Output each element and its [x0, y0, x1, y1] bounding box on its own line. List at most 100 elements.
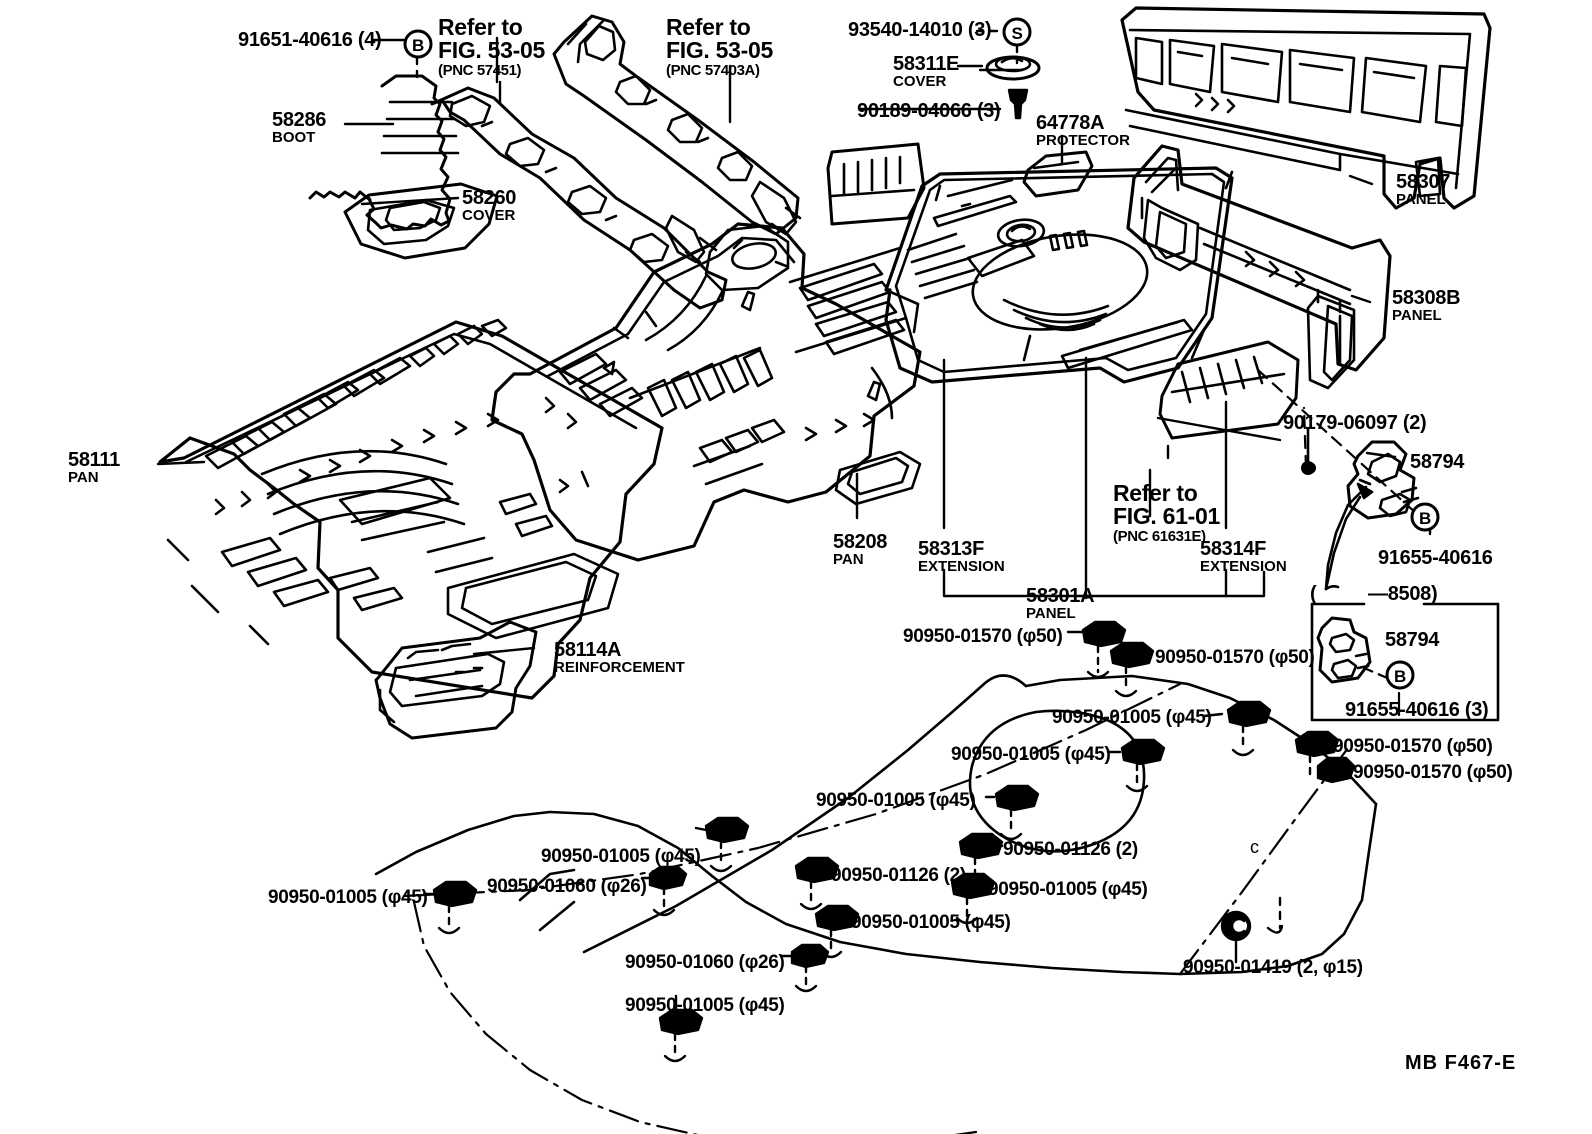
callout-91655-40616: 91655-40616 [1378, 547, 1493, 569]
callout-90189-04066: 90189-04066 (3) [857, 100, 1001, 122]
part-number: 58208 [833, 531, 888, 553]
part-58111-front-floor-pan [158, 318, 664, 700]
plug-label-5: 90950-01570 (φ50) [1333, 736, 1493, 757]
part-name: EXTENSION [1200, 558, 1287, 576]
plug-label-13: 90950-01005 (φ45) [268, 887, 428, 908]
installation-arrow [1324, 482, 1374, 591]
part-58314F-extension [1158, 340, 1300, 440]
part-58114A-reinforcement [374, 620, 538, 740]
inset-paren-open: ( [1310, 583, 1317, 605]
part-number: 58286 [272, 109, 327, 131]
part-number: 58313F [918, 538, 985, 560]
callout-91651-40616: 91651-40616 (4) [238, 29, 382, 51]
callout-refer-fig-53-05-left: Refer to FIG. 53-05 (PNC 57451) [438, 14, 545, 79]
part-number: 58314F [1200, 538, 1267, 560]
part-name: PANEL [1392, 307, 1442, 325]
plug-label-15: 90950-01060 (φ26) [625, 952, 785, 973]
plug-label-11: 90950-01126 (2) [831, 865, 966, 886]
part-name: BOOT [272, 129, 316, 147]
callout-58111: 58111 PAN [68, 450, 120, 486]
callout-58311E: 58311E COVER [893, 54, 959, 90]
inset-box-pre8508 [1310, 602, 1500, 722]
svg-text:S: S [1011, 24, 1022, 43]
plug-label-3: 90950-01005 (φ45) [1052, 707, 1212, 728]
callout-58794: 58794 [1410, 451, 1465, 473]
part-name: REINFORCEMENT [554, 659, 685, 677]
plug-label-6: 90950-01570 (φ50) [1353, 762, 1513, 783]
part-58311E-cover [985, 55, 1041, 81]
callout-58307: 58307 PANEL [1396, 172, 1450, 208]
plug-label-10: 90950-01060 (φ26) [487, 876, 647, 897]
inset-range-label: —8508) [1368, 583, 1438, 605]
plug-label-7: 90950-01005 (φ45) [816, 790, 976, 811]
part-name: PANEL [1396, 191, 1446, 209]
callout-58314F: 58314F EXTENSION [1200, 539, 1287, 575]
part-57451-crossmember-left [430, 86, 728, 310]
refer-line2: FIG. 53-05 [438, 37, 545, 64]
part-number: 58260 [462, 187, 517, 209]
part-name: PAN [68, 469, 99, 487]
callout-58286: 58286 BOOT [272, 110, 326, 146]
refer-pnc: (PNC 57403A) [666, 61, 760, 79]
part-58307-panel [1120, 6, 1492, 210]
part-58301A-rear-floor-panel [884, 166, 1234, 384]
refer-pnc: (PNC 57451) [438, 61, 522, 79]
refer-line1: Refer to [666, 14, 751, 40]
plug-label-4: 90950-01005 (φ45) [951, 744, 1111, 765]
refer-line2: FIG. 61-01 [1113, 503, 1220, 530]
callout-90179-06097: 90179-06097 (2) [1283, 412, 1427, 434]
refer-line1: Refer to [438, 14, 523, 40]
callout-refer-fig-61-01: Refer to FIG. 61-01 (PNC 61631E) [1113, 480, 1220, 545]
part-number: 58308B [1392, 287, 1461, 309]
callout-64778A: 64778A PROTECTOR [1036, 113, 1130, 149]
part-number: 58311E [893, 53, 960, 75]
plug-label-9: 90950-01126 (2) [1003, 839, 1138, 860]
part-number: 58307 [1396, 171, 1451, 193]
plug-label-16: 90950-01419 (2, φ15) [1183, 957, 1363, 978]
part-name: PAN [833, 551, 864, 569]
refer-line2: FIG. 53-05 [666, 37, 773, 64]
part-name: EXTENSION [918, 558, 1005, 576]
refer-line1: Refer to [1113, 480, 1198, 506]
callout-58260: 58260 COVER [462, 188, 516, 224]
part-58313F-extension [826, 142, 926, 226]
callout-refer-fig-53-05-center: Refer to FIG. 53-05 (PNC 57403A) [666, 14, 773, 79]
svg-text:B: B [1419, 509, 1431, 528]
part-name: PROTECTOR [1036, 132, 1130, 150]
callout-58114A: 58114A REINFORCEMENT [554, 640, 685, 676]
callout-58308B: 58308B PANEL [1392, 287, 1461, 325]
plug-glyphs [432, 620, 1356, 1063]
part-58794-bracket [1346, 440, 1420, 520]
callout-58301A: 58301A PANEL [1026, 586, 1095, 623]
plug-label-12: 90950-01005 (φ45) [988, 879, 1148, 900]
inset-callout-91655-40616: 91655-40616 (3) [1345, 699, 1489, 721]
part-58260-cover [343, 182, 499, 260]
refer-pnc: (PNC 61631E) [1113, 527, 1206, 545]
fastener-90179-06097 [1301, 427, 1315, 475]
part-58286-boot [308, 74, 460, 231]
part-name: COVER [462, 207, 516, 225]
plug-label-1: 90950-01570 (φ50) [903, 626, 1063, 647]
part-58208-rear-floor-pan [490, 222, 922, 562]
diagram-footer-code: MB F467-E [1405, 1052, 1517, 1074]
plug-label-17: 90950-01005 (φ45) [625, 995, 785, 1016]
part-name: PANEL [1026, 605, 1076, 623]
marker-c: c [1250, 837, 1259, 857]
part-58308B-panel [1126, 144, 1392, 390]
part-number: 64778A [1036, 112, 1105, 134]
callout-93540-14010: 93540-14010 (3) [848, 19, 992, 41]
svg-text:B: B [412, 36, 424, 55]
part-number: 58114A [554, 639, 622, 661]
plug-label-8: 90950-01005 (φ45) [541, 846, 701, 867]
callout-58313F: 58313F EXTENSION [918, 539, 1005, 575]
fastener-90189-04066 [1007, 88, 1029, 120]
svg-text:B: B [1394, 667, 1406, 686]
inset-callout-58794: 58794 [1385, 629, 1440, 651]
callout-58208: 58208 PAN [833, 532, 887, 568]
part-number: 58111 [68, 449, 120, 471]
plug-layout-floor-outline [374, 674, 1378, 1134]
plug-label-14: 90950-01005 (φ45) [851, 912, 1011, 933]
plug-label-2: 90950-01570 (φ50) [1155, 647, 1315, 668]
